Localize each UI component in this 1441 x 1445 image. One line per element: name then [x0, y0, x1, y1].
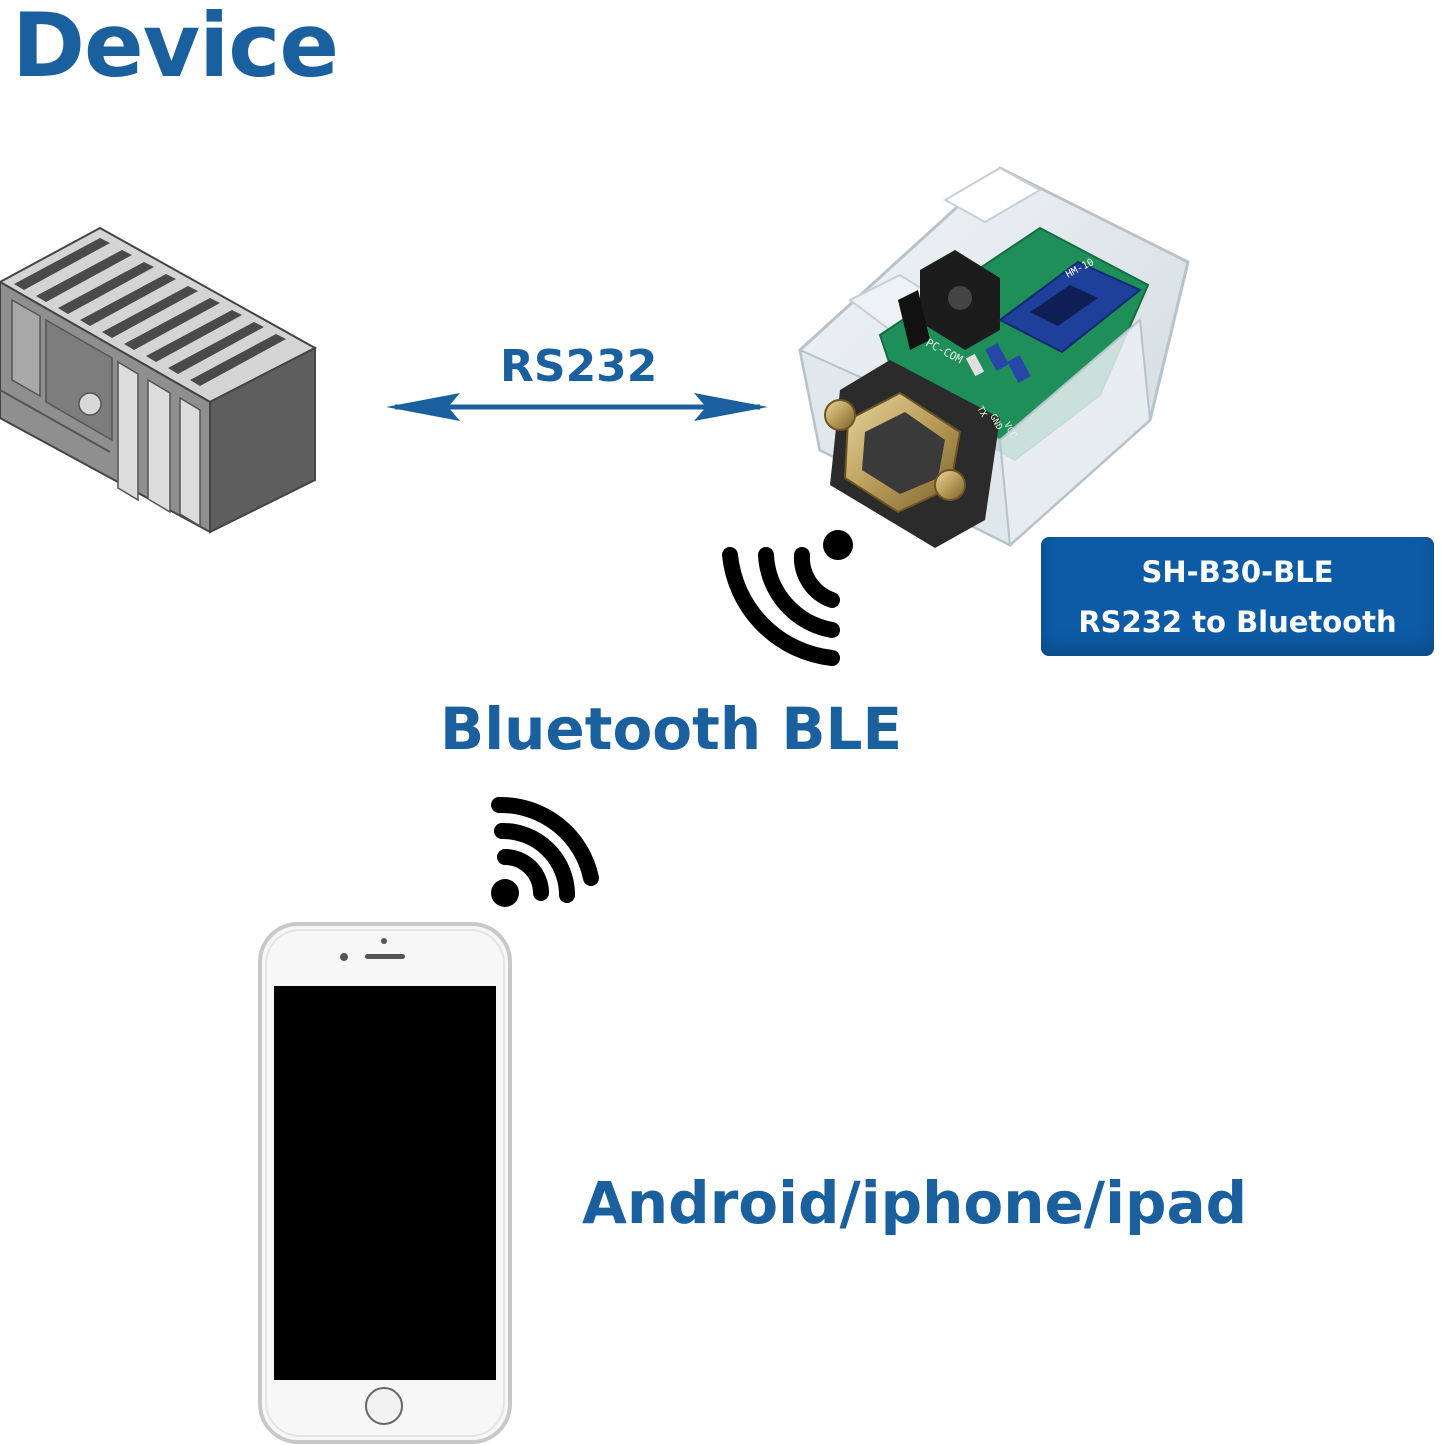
bluetooth-ble-label: Bluetooth BLE: [440, 695, 903, 763]
rs232-label: RS232: [500, 341, 658, 392]
product-description: RS232 to Bluetooth: [1078, 604, 1397, 639]
wireless-signal-icon: [722, 530, 853, 666]
client-devices-label: Android/iphone/ipad: [582, 1169, 1248, 1237]
bluetooth-adapter-icon: PC-COM HM-10 VCC GND TX: [798, 166, 1190, 548]
plc-device-icon: [0, 226, 318, 534]
page-title: Device: [12, 0, 339, 97]
product-model: SH-B30-BLE: [1141, 554, 1334, 589]
smartphone-icon: [258, 922, 512, 1444]
pcb-pin-tx: TX: [974, 405, 988, 420]
product-badge: SH-B30-BLE RS232 to Bluetooth: [1041, 537, 1434, 656]
wireless-signal-icon: [491, 796, 599, 907]
